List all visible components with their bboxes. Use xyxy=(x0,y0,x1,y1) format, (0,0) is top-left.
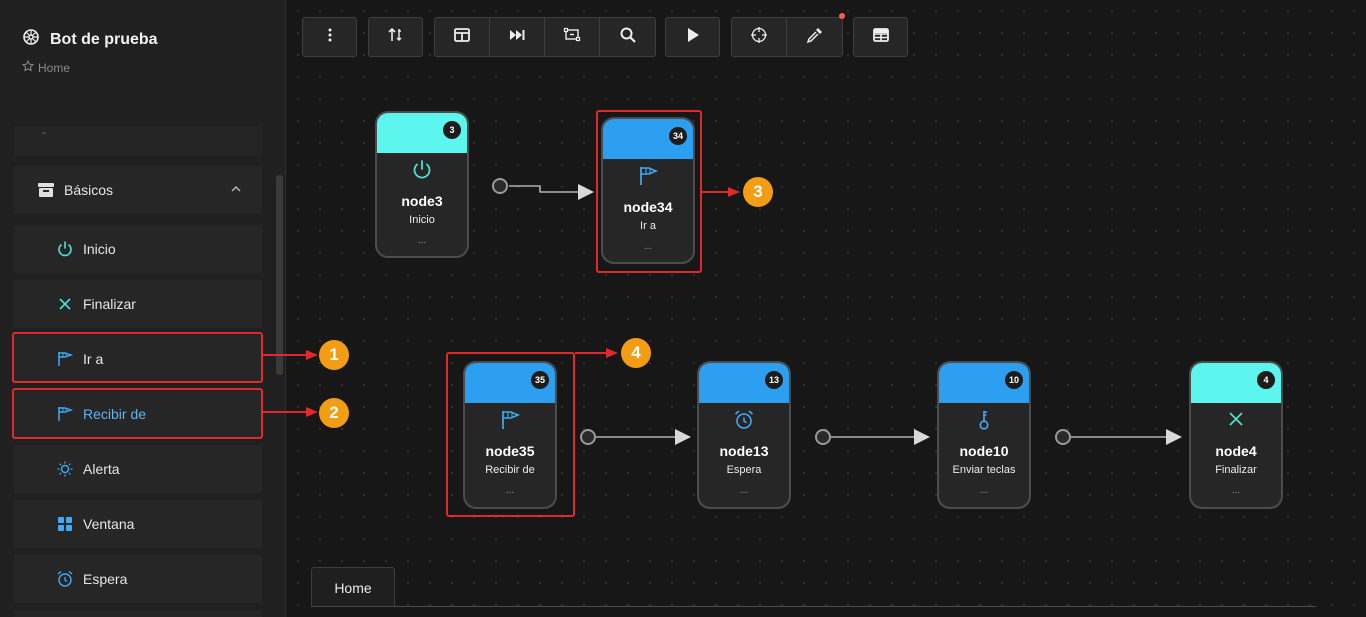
sidebar: Bot de prueba Home - Básicos Inicio Fina… xyxy=(0,0,286,617)
node-badge: 10 xyxy=(1005,371,1023,389)
sidebar-item-espera[interactable]: Espera xyxy=(14,555,262,603)
node-title: node34 xyxy=(623,199,673,215)
flow-node-node4[interactable]: 4 node4 Finalizar ... xyxy=(1189,361,1283,509)
crosshair-icon xyxy=(750,26,768,49)
table-icon xyxy=(872,27,890,48)
chevron-up-icon[interactable] xyxy=(230,182,242,198)
node-title: node4 xyxy=(1215,443,1257,459)
node-title: node35 xyxy=(485,443,535,459)
helm-icon xyxy=(22,28,40,51)
search-icon xyxy=(619,26,637,49)
sidebar-item-finalizar[interactable]: Finalizar xyxy=(14,280,262,328)
sort-icon xyxy=(387,26,405,49)
highlight-node34 xyxy=(596,110,702,273)
node-subtitle: Recibir de xyxy=(485,464,535,476)
highlight-recibir-de xyxy=(12,388,263,439)
center-button[interactable] xyxy=(732,18,787,56)
step-marker-1: 1 xyxy=(319,340,349,370)
node-badge: 3 xyxy=(443,121,461,139)
brand: Bot de prueba xyxy=(22,28,158,51)
search-button[interactable] xyxy=(600,18,655,56)
more-vert-icon xyxy=(322,27,338,48)
flag-icon xyxy=(55,404,75,424)
sidebar-item-partial-bottom[interactable] xyxy=(14,610,262,617)
node-subtitle: Espera xyxy=(726,464,762,476)
sidebar-item-recibir-de[interactable]: Recibir de xyxy=(14,390,262,438)
layout-icon xyxy=(453,27,471,48)
canvas-tools-group xyxy=(731,17,843,57)
highlight-ir-a xyxy=(12,332,263,383)
eyedropper-button[interactable] xyxy=(787,18,842,56)
alarm-icon xyxy=(55,569,75,589)
node-more: ... xyxy=(505,485,515,496)
node-more: ... xyxy=(643,241,653,252)
node-title: node13 xyxy=(719,443,769,459)
tab-divider xyxy=(311,606,1316,607)
highlight-node35 xyxy=(446,352,575,517)
breadcrumb[interactable]: Home xyxy=(21,59,71,75)
sun-icon xyxy=(55,459,75,479)
flow-node-node13[interactable]: 13 node13 Espera ... xyxy=(697,361,791,509)
node-badge: 35 xyxy=(531,371,549,389)
step-marker-2: 2 xyxy=(319,398,349,428)
node-badge: 13 xyxy=(765,371,783,389)
node-title: node3 xyxy=(401,193,443,209)
close-icon xyxy=(55,294,75,314)
node-subtitle: Finalizar xyxy=(1215,464,1257,476)
skip-forward-button[interactable] xyxy=(490,18,545,56)
sort-button[interactable] xyxy=(368,17,423,57)
star-icon xyxy=(21,59,35,75)
transform-button[interactable] xyxy=(545,18,600,56)
eyedropper-icon xyxy=(806,26,824,49)
sidebar-item-ventana[interactable]: Ventana xyxy=(14,500,262,548)
node-subtitle: Ir a xyxy=(640,220,656,232)
sidebar-item-inicio[interactable]: Inicio xyxy=(14,225,262,273)
play-icon xyxy=(686,27,700,48)
flag-icon xyxy=(465,409,555,431)
node-more: ... xyxy=(417,235,427,246)
archive-icon xyxy=(36,180,56,200)
sidebar-item-partial[interactable]: - xyxy=(14,126,262,156)
view-tools-group xyxy=(434,17,656,57)
sidebar-scrollbar[interactable] xyxy=(276,175,283,375)
transform-icon xyxy=(563,26,581,49)
notification-dot xyxy=(839,13,845,19)
grid-icon xyxy=(55,514,75,534)
node-more: ... xyxy=(979,485,989,496)
breadcrumb-home[interactable]: Home xyxy=(38,60,71,75)
flow-node-node3[interactable]: 3 node3 Inicio ... xyxy=(375,111,469,258)
app-title: Bot de prueba xyxy=(50,30,158,48)
flow-canvas[interactable] xyxy=(287,0,1366,617)
node-badge: 4 xyxy=(1257,371,1275,389)
step-marker-3: 3 xyxy=(743,177,773,207)
close-icon xyxy=(1191,409,1281,429)
key-icon xyxy=(939,409,1029,431)
sidebar-group-basicos[interactable]: Básicos xyxy=(14,166,262,214)
power-icon xyxy=(55,239,75,259)
flow-node-node34[interactable]: 34 node34 Ir a ... xyxy=(601,117,695,264)
step-marker-4: 4 xyxy=(621,338,651,368)
flag-icon xyxy=(603,165,693,187)
flag-icon xyxy=(55,349,75,369)
node-title: node10 xyxy=(959,443,1009,459)
sidebar-item-alerta[interactable]: Alerta xyxy=(14,445,262,493)
node-subtitle: Enviar teclas xyxy=(952,464,1016,476)
node-more: ... xyxy=(1231,485,1241,496)
tab-home[interactable]: Home xyxy=(311,567,395,607)
sidebar-group-label: Básicos xyxy=(64,182,114,198)
more-options-button[interactable] xyxy=(302,17,357,57)
table-view-button[interactable] xyxy=(853,17,908,57)
sidebar-item-ir-a[interactable]: Ir a xyxy=(14,335,262,383)
skip-forward-icon xyxy=(508,28,526,47)
alarm-icon xyxy=(699,409,789,431)
flow-node-node10[interactable]: 10 node10 Enviar teclas ... xyxy=(937,361,1031,509)
node-badge: 34 xyxy=(669,127,687,145)
node-more: ... xyxy=(739,485,749,496)
layout-button[interactable] xyxy=(435,18,490,56)
flow-node-node35[interactable]: 35 node35 Recibir de ... xyxy=(463,361,557,509)
power-icon xyxy=(377,159,467,181)
node-subtitle: Inicio xyxy=(409,214,435,226)
run-button[interactable] xyxy=(665,17,720,57)
